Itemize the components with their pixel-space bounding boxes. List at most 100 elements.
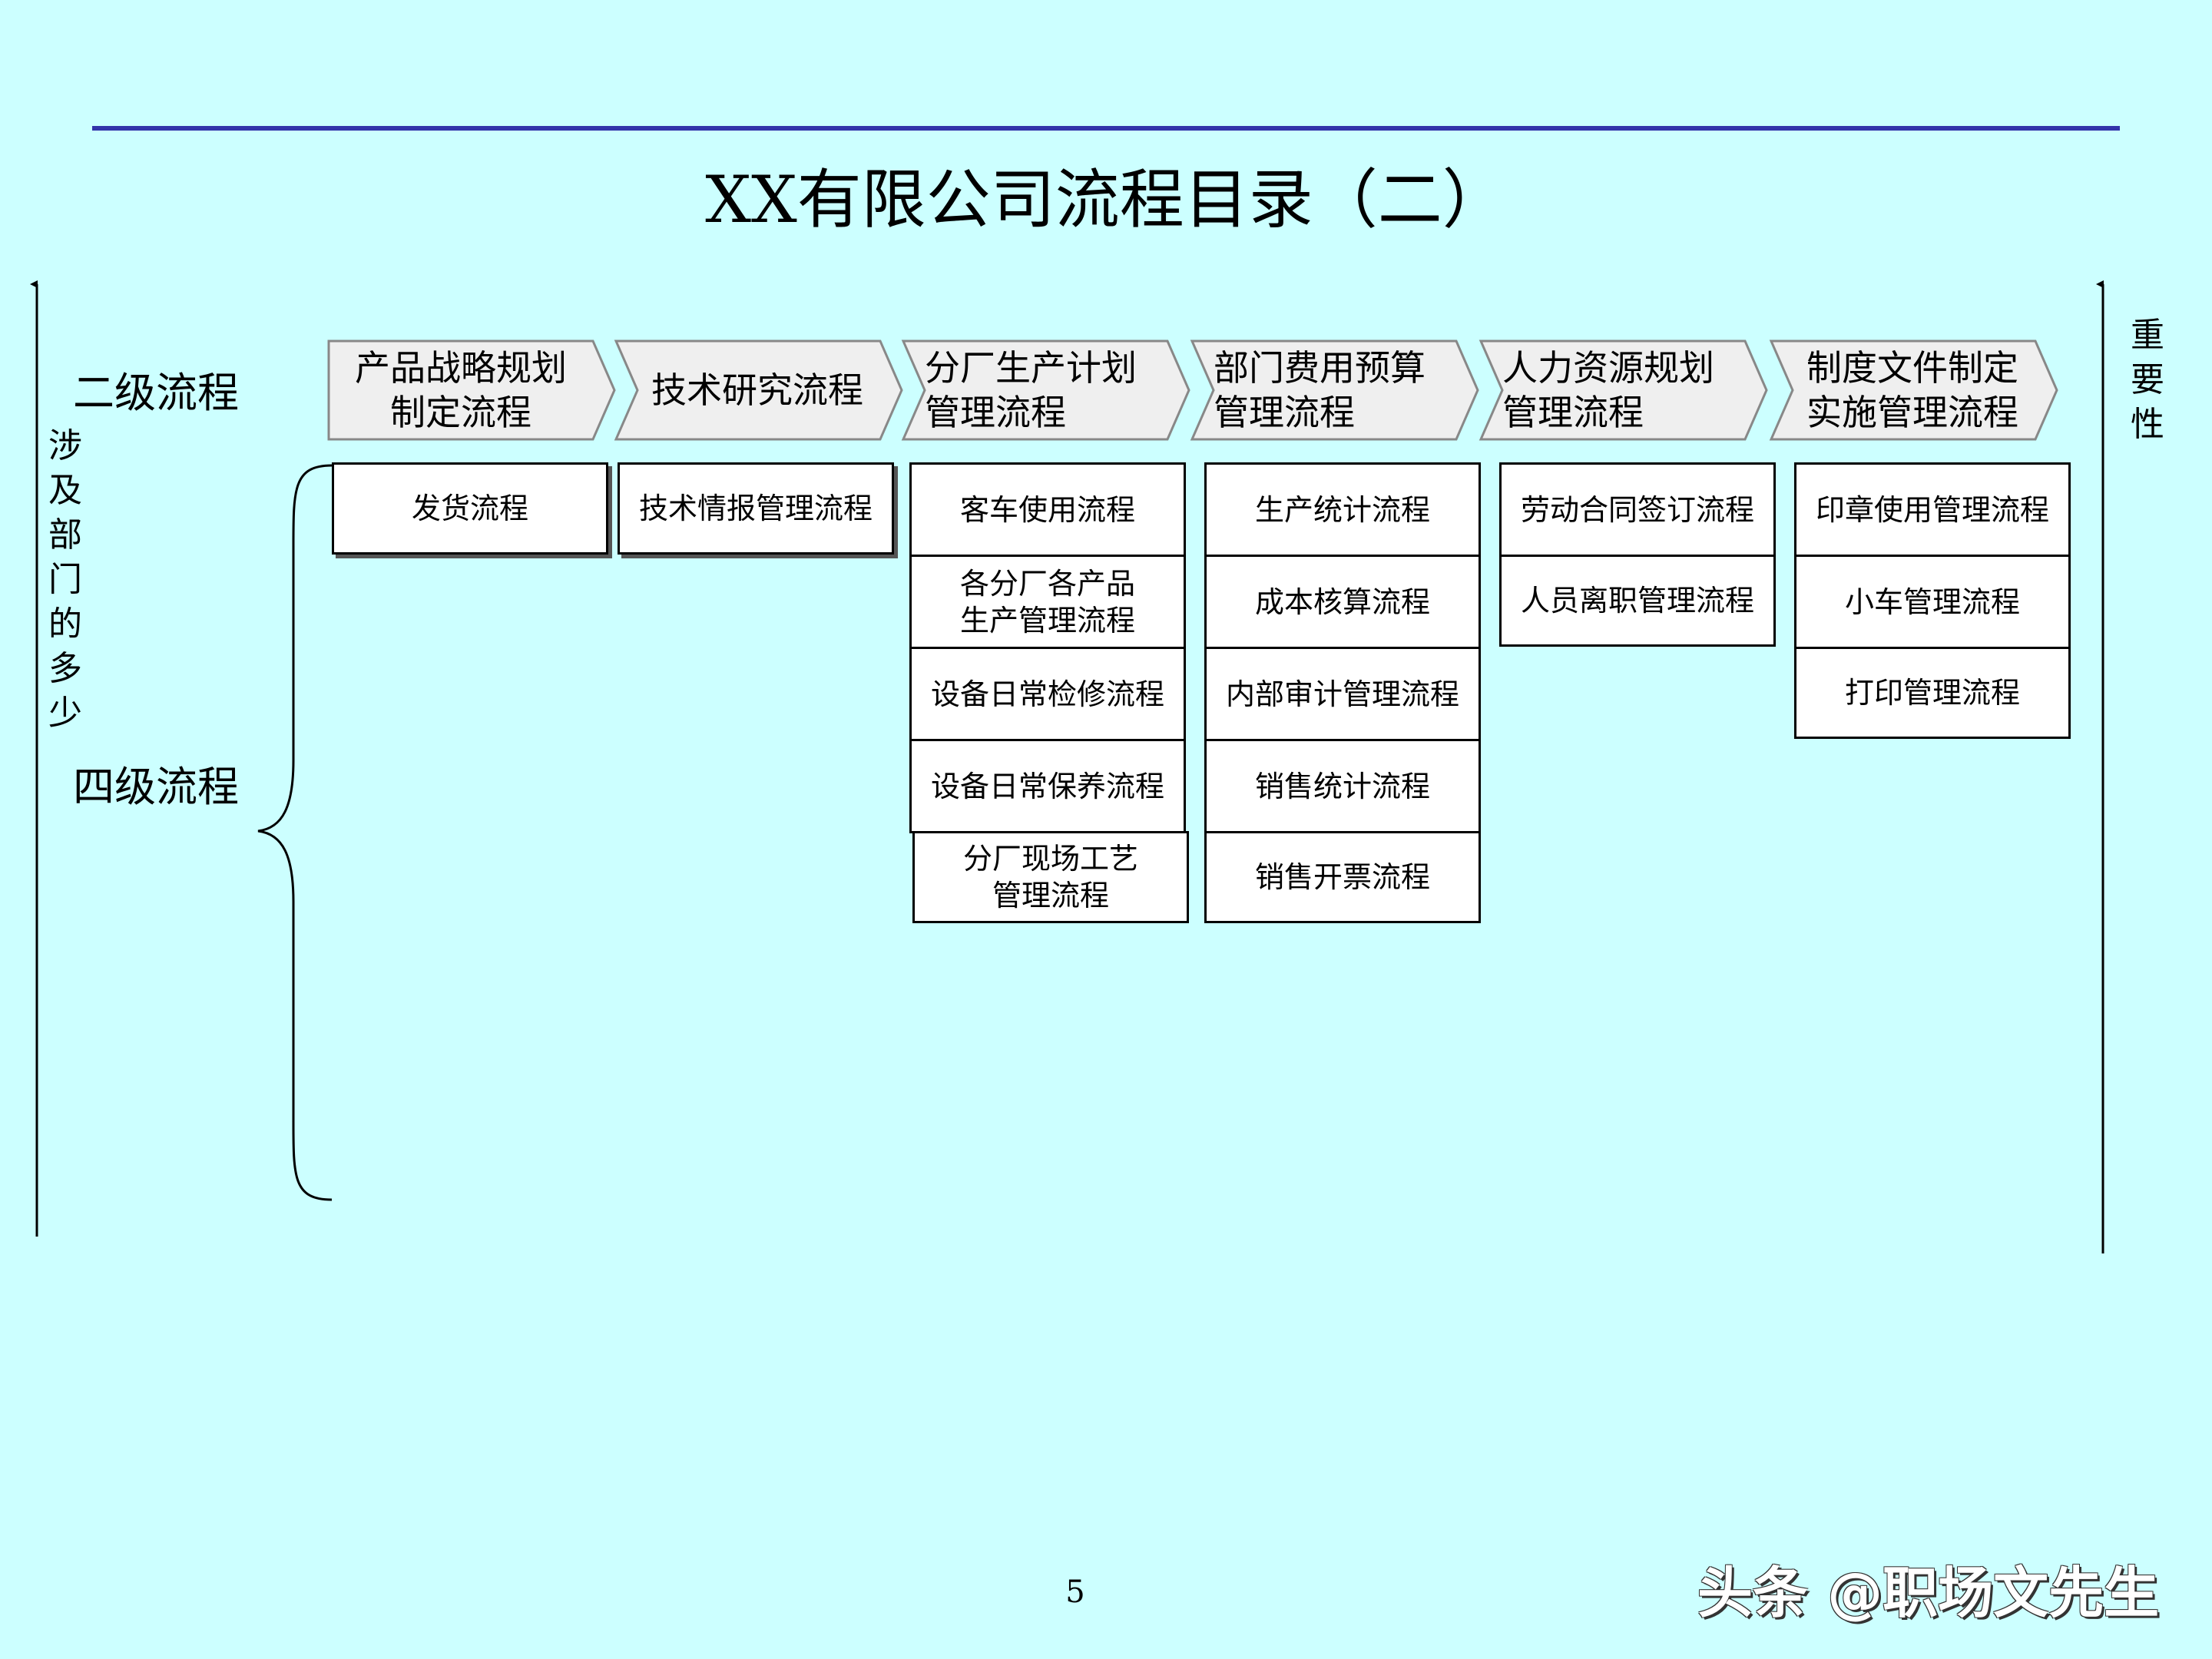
right-axis-char: 性 (2131, 405, 2164, 444)
level4-process-box: 人员离职管理流程 (1499, 555, 1776, 647)
level2-process-label: 人力资源规划管理流程 (1502, 341, 1745, 439)
level2-process-text: 技术研究流程 (651, 368, 863, 412)
level4-brace (257, 464, 333, 1201)
level4-process-box: 技术情报管理流程 (618, 462, 894, 555)
left-axis-label: 涉 及 部 门 的 多 少 (42, 424, 88, 736)
level4-process-line: 打印管理流程 (1844, 676, 2020, 710)
level4-process-box: 销售开票流程 (1204, 831, 1481, 923)
level2-process-line: 管理流程 (925, 392, 1066, 433)
level2-process-label: 技术研究流程 (634, 341, 880, 439)
level2-process-text: 分厂生产计划管理流程 (925, 346, 1137, 435)
level4-process-box: 劳动合同签订流程 (1499, 462, 1776, 557)
level4-process-line: 销售开票流程 (1254, 860, 1430, 894)
level2-process-text: 部门费用预算管理流程 (1214, 346, 1426, 435)
level4-process-box: 各分厂各产品生产管理流程 (909, 555, 1186, 649)
level4-process-box: 分厂现场工艺管理流程 (912, 831, 1189, 923)
level4-process-line: 内部审计管理流程 (1225, 677, 1459, 711)
level4-process-box: 成本核算流程 (1204, 555, 1481, 649)
level4-process-box: 设备日常保养流程 (909, 739, 1186, 833)
level4-process-text: 印章使用管理流程 (1816, 492, 2049, 528)
level2-chevron (1190, 339, 1479, 441)
level4-process-text: 分厂现场工艺管理流程 (963, 840, 1138, 914)
right-axis-label: 重 要 性 (2124, 313, 2171, 447)
level2-process-text: 人力资源规划管理流程 (1502, 346, 1714, 435)
level4-process-line: 生产管理流程 (959, 603, 1135, 637)
level4-process-box: 客车使用流程 (909, 462, 1186, 557)
page-number: 5 (1065, 1575, 1085, 1610)
top-rule (92, 126, 2120, 131)
level4-process-text: 成本核算流程 (1255, 584, 1430, 621)
level4-process-line: 印章使用管理流程 (1815, 492, 2049, 527)
level4-process-box: 生产统计流程 (1204, 462, 1481, 557)
level2-chevrons (327, 339, 2058, 441)
level4-process-line: 各分厂各产品 (959, 566, 1135, 601)
level4-process-text: 各分厂各产品生产管理流程 (960, 565, 1135, 639)
level4-process-line: 设备日常检修流程 (930, 677, 1164, 711)
level2-process-text: 产品战略规划制定流程 (355, 346, 567, 435)
level2-process-label: 部门费用预算管理流程 (1214, 341, 1456, 439)
level4-process-text: 人员离职管理流程 (1521, 582, 1754, 619)
level4-process-text: 销售统计流程 (1255, 768, 1430, 805)
left-axis-char: 的 (48, 604, 82, 644)
level4-process-line: 技术情报管理流程 (638, 492, 873, 525)
right-axis-char: 要 (2131, 360, 2164, 399)
level2-process-line: 管理流程 (1502, 392, 1644, 433)
level2-process-line: 管理流程 (1214, 392, 1355, 433)
level4-process-box: 设备日常检修流程 (909, 647, 1186, 741)
level4-process-text: 内部审计管理流程 (1226, 676, 1459, 713)
level2-process-line: 技术研究流程 (651, 369, 863, 411)
level4-process-line: 管理流程 (992, 879, 1109, 912)
level4-process-line: 分厂现场工艺 (962, 842, 1138, 876)
page-title: XX有限公司流程目录（二） (705, 162, 1507, 237)
level4-process-text: 劳动合同签订流程 (1521, 492, 1754, 528)
left-axis-char: 门 (48, 560, 82, 599)
level4-process-box: 内部审计管理流程 (1204, 647, 1481, 741)
level2-process-line: 实施管理流程 (1806, 392, 2018, 433)
level4-process-line: 生产统计流程 (1254, 492, 1430, 527)
level4-label: 四级流程 (73, 763, 239, 811)
level4-process-text: 生产统计流程 (1255, 492, 1430, 528)
level4-process-text: 打印管理流程 (1845, 674, 2020, 711)
level4-process-line: 客车使用流程 (959, 492, 1135, 527)
level2-process-label: 分厂生产计划管理流程 (925, 341, 1167, 439)
level2-label: 二级流程 (73, 369, 239, 417)
level2-process-line: 部门费用预算 (1214, 347, 1426, 389)
level2-chevron (327, 339, 616, 441)
level2-chevron (614, 339, 903, 441)
level4-process-line: 劳动合同签订流程 (1520, 492, 1754, 527)
left-axis-char: 少 (48, 694, 82, 733)
level4-process-line: 设备日常保养流程 (930, 769, 1164, 803)
level4-process-text: 小车管理流程 (1845, 584, 2020, 621)
level2-chevron (1479, 339, 1768, 441)
level4-process-line: 成本核算流程 (1254, 584, 1430, 619)
left-axis-char: 涉 (48, 426, 82, 465)
level4-process-line: 发货流程 (411, 492, 528, 525)
level2-process-line: 分厂生产计划 (925, 347, 1137, 389)
level2-process-label: 制度文件制定实施管理流程 (1790, 341, 2035, 439)
level2-process-line: 制定流程 (390, 392, 531, 433)
level4-process-box: 发货流程 (332, 462, 608, 555)
level2-process-line: 产品战略规划 (355, 347, 567, 389)
level2-chevron (1769, 339, 2058, 441)
level2-chevron (901, 339, 1190, 441)
level4-process-text: 设备日常保养流程 (931, 768, 1164, 805)
left-axis-char: 部 (48, 515, 82, 555)
level2-process-label: 产品战略规划制定流程 (329, 341, 593, 439)
level2-process-line: 制度文件制定 (1806, 347, 2018, 389)
level4-process-line: 人员离职管理流程 (1520, 584, 1754, 618)
level4-process-box: 打印管理流程 (1794, 647, 2071, 739)
level4-process-line: 小车管理流程 (1844, 584, 2020, 619)
right-axis-char: 重 (2131, 316, 2164, 355)
level4-process-text: 客车使用流程 (960, 492, 1135, 528)
level4-process-text: 技术情报管理流程 (639, 490, 873, 527)
level4-process-box: 销售统计流程 (1204, 739, 1481, 833)
level4-process-text: 设备日常检修流程 (931, 676, 1164, 713)
level4-process-text: 销售开票流程 (1255, 859, 1430, 896)
level2-process-line: 人力资源规划 (1502, 347, 1714, 389)
level4-process-box: 印章使用管理流程 (1794, 462, 2071, 557)
level4-process-box: 小车管理流程 (1794, 555, 2071, 649)
level4-process-line: 销售统计流程 (1254, 769, 1430, 803)
left-axis-char: 及 (48, 471, 82, 510)
